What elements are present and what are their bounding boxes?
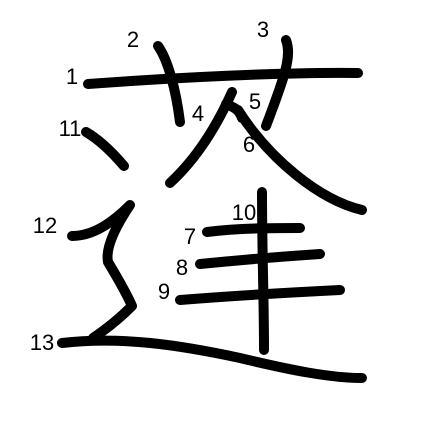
- stroke-number-8: 8: [175, 255, 189, 280]
- stroke-2: [153, 41, 185, 127]
- stroke-number-10: 10: [231, 200, 257, 225]
- stroke-11: [81, 127, 129, 171]
- stroke-number-3: 3: [256, 17, 270, 42]
- stroke-number-9: 9: [157, 279, 171, 304]
- stroke-10: [257, 187, 269, 355]
- stroke-13: [57, 335, 367, 383]
- stroke-12: [67, 200, 137, 343]
- stroke-6: [233, 105, 367, 215]
- stroke-number-1: 1: [65, 64, 79, 89]
- stroke-number-4: 4: [191, 101, 205, 126]
- stroke-number-6: 6: [242, 132, 256, 157]
- stroke-7: [202, 223, 305, 237]
- stroke-number-7: 7: [183, 224, 197, 249]
- stroke-number-12: 12: [32, 213, 58, 238]
- stroke-3: [261, 35, 294, 131]
- stroke-1: [83, 67, 363, 89]
- stroke-number-5: 5: [248, 89, 262, 114]
- stroke-number-13: 13: [29, 330, 55, 355]
- stroke-number-2: 2: [126, 27, 140, 52]
- stroke-number-11: 11: [58, 116, 82, 141]
